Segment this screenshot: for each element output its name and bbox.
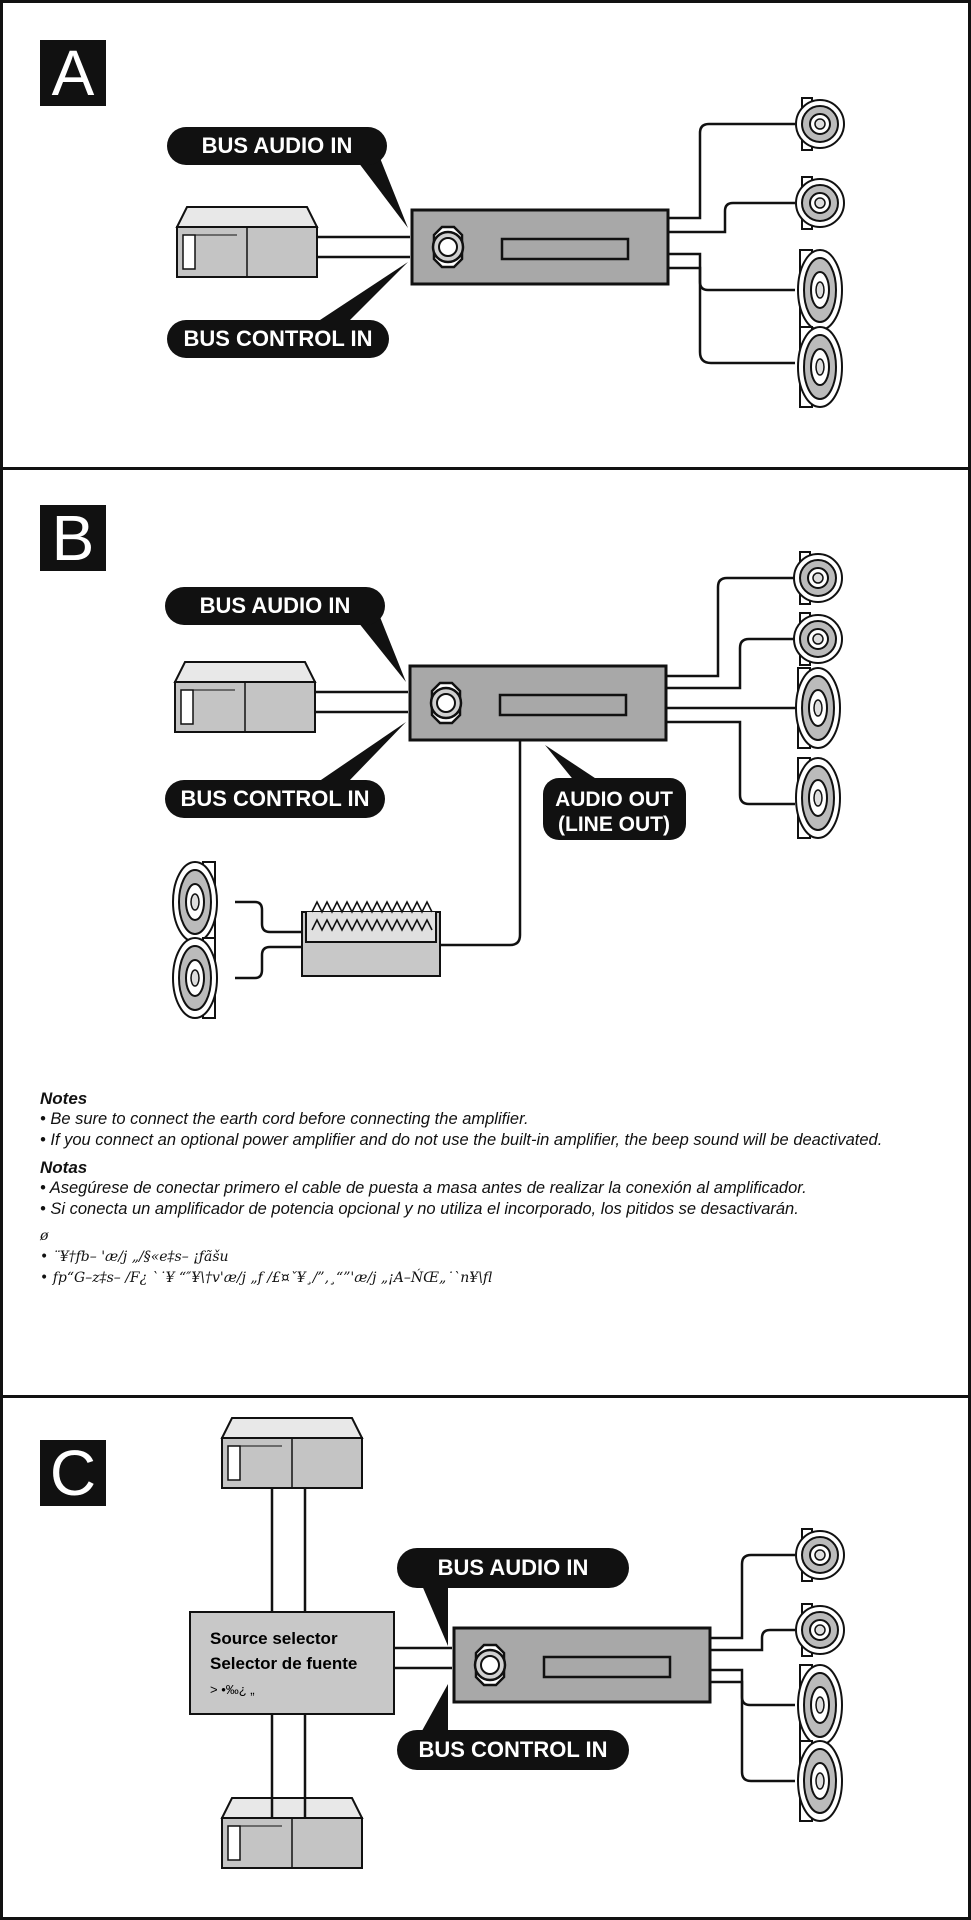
nota-item: • Si conecta un amplificador de potencia… bbox=[40, 1200, 799, 1218]
bus-control-in-label: BUS CONTROL IN bbox=[167, 262, 408, 358]
speaker-icon bbox=[795, 176, 845, 230]
speaker-icon bbox=[795, 1528, 845, 1582]
notas-heading: Notas bbox=[40, 1158, 88, 1177]
svg-text:BUS CONTROL IN: BUS CONTROL IN bbox=[180, 786, 369, 811]
speaker-icon bbox=[797, 1664, 843, 1746]
garbled-note-item: • ¨¥†fb– 'æ/j „/§«e‡s– ¡ƒãšu bbox=[40, 1249, 229, 1265]
head-unit-icon bbox=[452, 1626, 712, 1704]
bus-control-in-label: BUS CONTROL IN bbox=[165, 722, 406, 818]
svg-text:BUS AUDIO IN: BUS AUDIO IN bbox=[438, 1555, 589, 1580]
speaker-icon bbox=[172, 937, 218, 1019]
speaker-icon bbox=[797, 1740, 843, 1822]
panel-b-letter: B bbox=[40, 505, 106, 571]
note-item: • Be sure to connect the earth cord befo… bbox=[40, 1110, 529, 1128]
bus-control-in-label: BUS CONTROL IN bbox=[397, 1684, 629, 1770]
speaker-icon bbox=[172, 861, 218, 943]
speaker-icon bbox=[793, 612, 843, 666]
garbled-note-item: • fp“G–z‡s– /F¿ `˙¥ “″¥\†v'æ/j „f /£¤ˇ¥¸… bbox=[40, 1270, 493, 1286]
divider-b-c bbox=[0, 1395, 971, 1398]
svg-text:(LINE OUT): (LINE OUT) bbox=[558, 813, 670, 836]
svg-text:BUS AUDIO IN: BUS AUDIO IN bbox=[200, 593, 351, 618]
bus-audio-in-label: BUS AUDIO IN bbox=[397, 1548, 629, 1646]
note-item: • If you connect an optional power ampli… bbox=[40, 1131, 883, 1149]
panel-c-diagram: Source selector Selector de fuente > •‰¿… bbox=[189, 1417, 845, 1869]
speaker-icon bbox=[795, 97, 845, 151]
panel-a-letter: A bbox=[40, 40, 106, 106]
speaker-icon bbox=[795, 757, 841, 839]
bus-audio-in-label: BUS AUDIO IN bbox=[167, 127, 408, 228]
svg-text:AUDIO OUT: AUDIO OUT bbox=[555, 788, 673, 811]
panel-b-diagram: BUS AUDIO IN BUS CONTROL IN AUDIO OUT (L… bbox=[165, 551, 843, 1019]
svg-text:Source selector: Source selector bbox=[210, 1629, 338, 1648]
svg-text:BUS CONTROL IN: BUS CONTROL IN bbox=[183, 326, 372, 351]
cd-changer-icon bbox=[174, 661, 316, 733]
bus-audio-in-label: BUS AUDIO IN bbox=[165, 587, 406, 682]
panel-a-diagram: BUS AUDIO IN BUS CONTROL IN bbox=[167, 97, 845, 408]
cd-changer-icon bbox=[221, 1797, 363, 1869]
head-unit-icon bbox=[410, 208, 670, 286]
speaker-icon bbox=[797, 249, 843, 331]
garbled-heading: ø bbox=[40, 1228, 49, 1244]
speaker-icon bbox=[797, 326, 843, 408]
nota-item: • Asegúrese de conectar primero el cable… bbox=[40, 1179, 807, 1197]
cd-changer-icon bbox=[176, 206, 318, 278]
head-unit-icon bbox=[408, 664, 668, 742]
audio-out-line-out-label: AUDIO OUT (LINE OUT) bbox=[543, 745, 686, 840]
svg-text:> •‰¿ „: > •‰¿ „ bbox=[210, 1682, 255, 1697]
cd-changer-icon bbox=[221, 1417, 363, 1489]
speaker-icon bbox=[795, 1603, 845, 1657]
speaker-icon bbox=[793, 551, 843, 605]
power-amplifier-icon bbox=[301, 900, 441, 977]
notes-heading: Notes bbox=[40, 1089, 88, 1108]
divider-a-b bbox=[0, 467, 971, 470]
svg-text:BUS AUDIO IN: BUS AUDIO IN bbox=[202, 133, 353, 158]
svg-text:BUS CONTROL IN: BUS CONTROL IN bbox=[418, 1737, 607, 1762]
panel-c-letter: C bbox=[40, 1440, 106, 1506]
notes-section: Notes • Be sure to connect the earth cor… bbox=[40, 1088, 940, 1289]
source-selector-box: Source selector Selector de fuente > •‰¿… bbox=[189, 1611, 395, 1715]
speaker-icon bbox=[795, 667, 841, 749]
svg-text:Selector de fuente: Selector de fuente bbox=[210, 1654, 357, 1673]
